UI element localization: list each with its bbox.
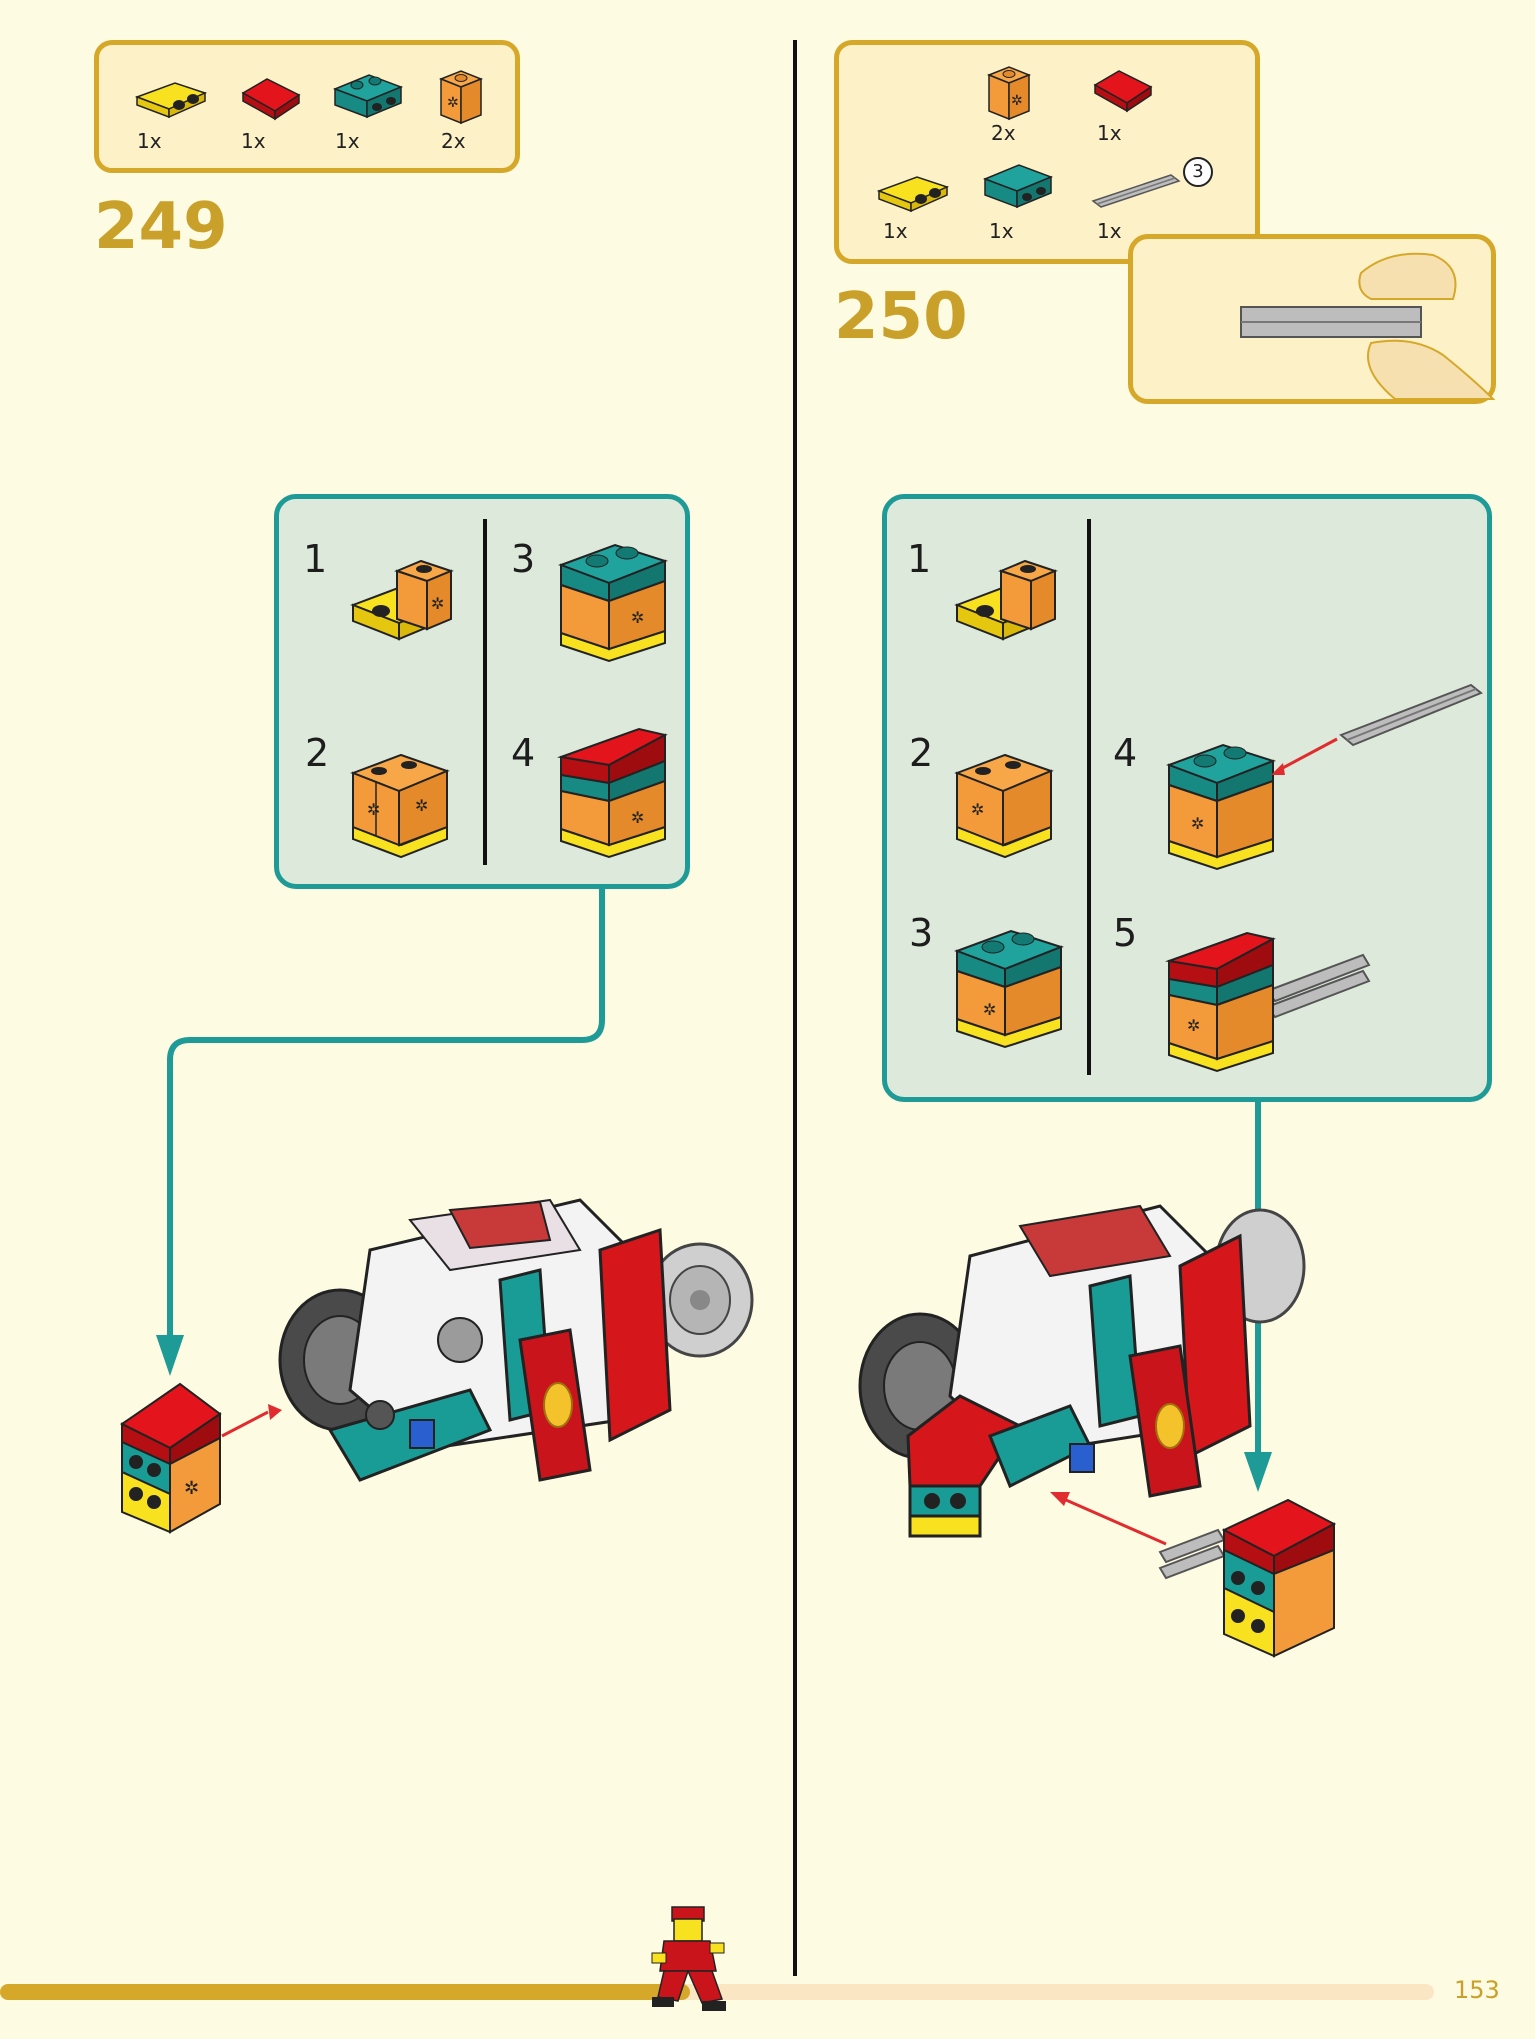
progress-fill xyxy=(0,1984,690,2000)
substep-panel-250: 1 2 3 4 5 ✲ ✲ xyxy=(882,494,1492,1102)
red-slope-brick-icon xyxy=(1093,70,1153,113)
substep-4-assembly: ✲ xyxy=(557,727,668,859)
yellow-bracket-brick-icon xyxy=(876,176,950,213)
part-qty: 1x xyxy=(335,129,360,153)
teal-plate-brick-icon xyxy=(982,164,1054,209)
part-qty: 1x xyxy=(1097,121,1122,145)
page-number: 153 xyxy=(1454,1976,1500,2004)
part-qty: 1x xyxy=(241,129,266,153)
svg-text:✲: ✲ xyxy=(1187,1016,1200,1035)
svg-text:✲: ✲ xyxy=(367,800,380,819)
substep-number: 3 xyxy=(909,911,934,955)
substep-3-assembly: ✲ xyxy=(558,543,668,663)
part-qty: 1x xyxy=(1097,219,1122,243)
substep-number: 4 xyxy=(1113,731,1138,775)
svg-text:✲: ✲ xyxy=(1011,93,1023,109)
orange-brick-icon: ✲ xyxy=(438,70,484,125)
teal-plate-brick-icon xyxy=(332,74,404,119)
substep-number: 1 xyxy=(907,537,932,581)
svg-text:✲: ✲ xyxy=(983,1000,996,1019)
svg-text:✲: ✲ xyxy=(971,800,984,819)
parts-list-250: ✲ 2x 1x 1x 1x 1x 3 xyxy=(834,40,1260,264)
svg-text:✲: ✲ xyxy=(631,608,644,627)
part-qty: 2x xyxy=(441,129,466,153)
substep-number: 4 xyxy=(511,731,536,775)
vehicle-model-249 xyxy=(278,1198,754,1482)
grey-axle-icon xyxy=(1091,174,1181,208)
svg-text:✲: ✲ xyxy=(447,95,459,111)
parts-list-249: 1x 1x 1x ✲ 2x xyxy=(94,40,520,173)
substep-number: 1 xyxy=(303,537,328,581)
substep-5-assembly: ✲ xyxy=(1165,931,1371,1073)
orange-brick-icon: ✲ xyxy=(986,66,1032,121)
axle-length-badge: 3 xyxy=(1183,157,1213,187)
part-qty: 1x xyxy=(137,129,162,153)
red-slope-brick-icon xyxy=(241,78,301,121)
panel-divider xyxy=(1087,519,1091,1075)
svg-text:✲: ✲ xyxy=(431,594,444,613)
substep-number: 2 xyxy=(305,731,330,775)
panel-divider xyxy=(483,519,487,865)
subassembly-250 xyxy=(1158,1498,1337,1658)
substep-1-assembly: ✲ xyxy=(350,559,454,641)
substep-2-assembly: ✲ xyxy=(954,753,1054,859)
substep-number: 2 xyxy=(909,731,934,775)
substep-1-assembly xyxy=(954,559,1058,641)
vehicle-model-250 xyxy=(858,1204,1306,1538)
minifigure-runner-icon xyxy=(651,1906,726,2011)
step-number-250: 250 xyxy=(834,280,968,354)
substep-number: 3 xyxy=(511,537,536,581)
step-number-249: 249 xyxy=(94,190,228,264)
part-qty: 1x xyxy=(989,219,1014,243)
part-qty: 2x xyxy=(991,121,1016,145)
axle-length-value: 3 xyxy=(1192,161,1204,182)
yellow-bracket-brick-icon xyxy=(134,82,208,119)
substep-2-assembly: ✲✲ xyxy=(350,753,450,859)
axle-measure-illustration xyxy=(1240,252,1496,400)
substep-number: 5 xyxy=(1113,911,1138,955)
page-divider xyxy=(793,40,797,1976)
svg-text:✲: ✲ xyxy=(184,1478,199,1499)
substep-panel-249: 1 2 3 4 ✲ ✲✲ ✲ xyxy=(274,494,690,889)
svg-text:✲: ✲ xyxy=(415,796,428,815)
svg-text:✲: ✲ xyxy=(631,808,644,827)
substep-3-assembly: ✲ xyxy=(954,929,1064,1049)
subassembly-249: ✲ xyxy=(120,1382,222,1534)
svg-text:✲: ✲ xyxy=(1191,814,1204,833)
axle-measure-box xyxy=(1128,234,1496,404)
substep-4-assembly: ✲ xyxy=(1166,683,1483,871)
part-qty: 1x xyxy=(883,219,908,243)
